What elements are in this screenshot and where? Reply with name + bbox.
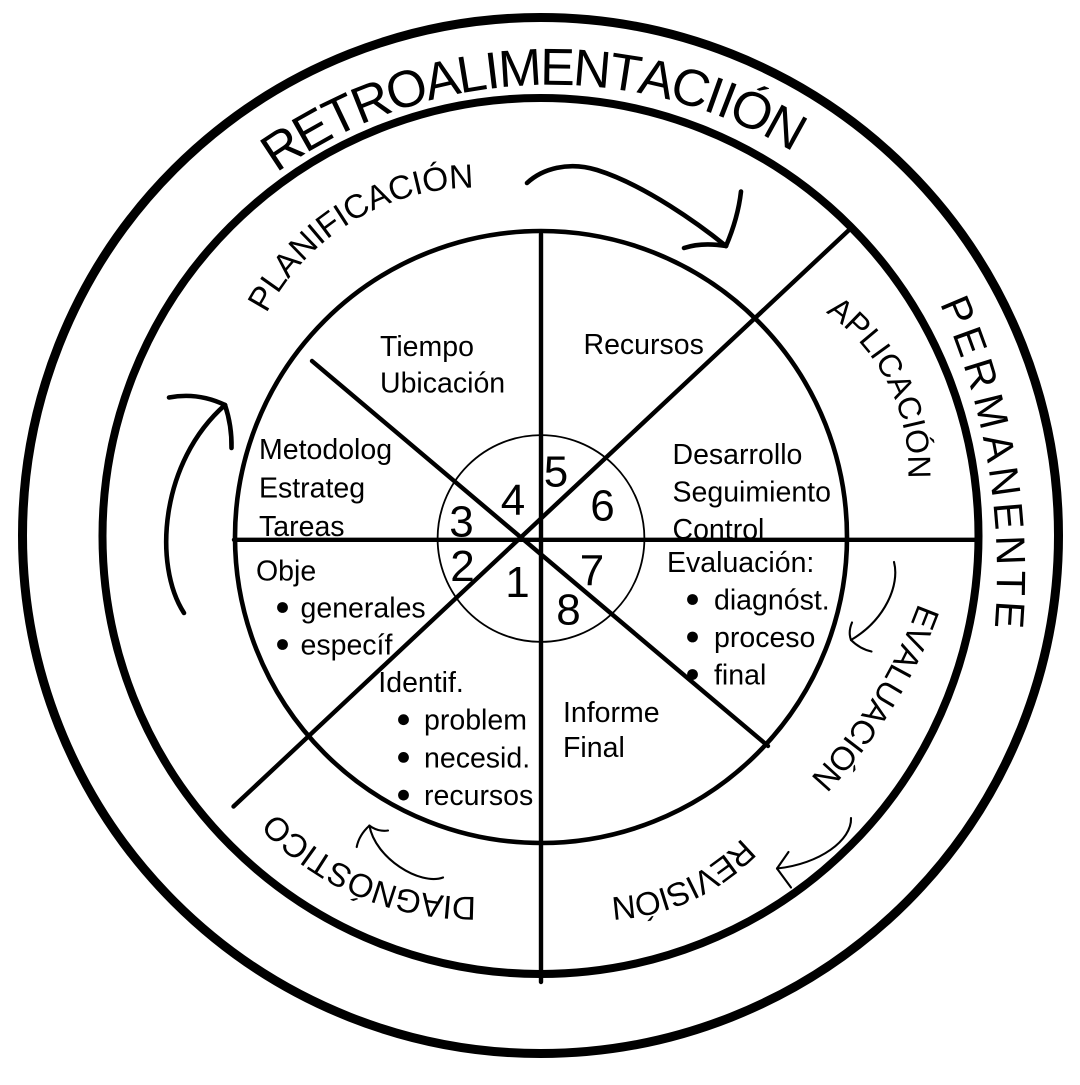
svg-text:5: 5 xyxy=(544,447,568,496)
svg-text:final: final xyxy=(714,660,766,692)
svg-text:E: E xyxy=(986,600,1034,630)
svg-text:N: N xyxy=(571,39,613,100)
svg-text:8: 8 xyxy=(556,585,580,634)
svg-text:Ó: Ó xyxy=(898,427,937,457)
svg-text:E: E xyxy=(984,500,1032,531)
svg-text:1: 1 xyxy=(505,558,529,607)
svg-text:generales: generales xyxy=(301,593,426,625)
svg-text:N: N xyxy=(980,464,1030,500)
svg-text:3: 3 xyxy=(449,497,473,546)
svg-text:7: 7 xyxy=(580,546,604,595)
svg-text:Metodolog: Metodolog xyxy=(259,434,392,466)
svg-text:I: I xyxy=(441,889,453,927)
svg-text:N: N xyxy=(987,535,1034,566)
svg-text:específ: específ xyxy=(301,630,393,662)
svg-text:Tareas: Tareas xyxy=(259,511,345,543)
svg-text:Obje: Obje xyxy=(256,556,316,588)
svg-text:Recursos: Recursos xyxy=(584,329,704,361)
svg-text:recursos: recursos xyxy=(424,780,533,812)
svg-text:Tiempo: Tiempo xyxy=(380,331,474,363)
svg-text:Desarrollo: Desarrollo xyxy=(673,439,803,471)
svg-text:Informe: Informe xyxy=(563,697,660,729)
svg-text:diagnóst.: diagnóst. xyxy=(714,585,830,617)
svg-text:proceso: proceso xyxy=(714,622,815,654)
svg-text:T: T xyxy=(988,570,1034,596)
svg-text:D: D xyxy=(451,890,476,928)
svg-text:6: 6 xyxy=(590,481,614,530)
svg-text:4: 4 xyxy=(501,476,525,525)
svg-text:necesid.: necesid. xyxy=(424,742,530,774)
svg-text:Seguimiento: Seguimiento xyxy=(673,477,831,509)
svg-text:N: N xyxy=(448,158,474,196)
svg-text:E: E xyxy=(540,39,575,97)
svg-text:2: 2 xyxy=(450,542,474,591)
svg-text:A: A xyxy=(418,886,445,926)
svg-text:I: I xyxy=(482,42,503,101)
svg-text:Identif.: Identif. xyxy=(378,667,464,699)
svg-text:Ubicación: Ubicación xyxy=(380,368,505,400)
svg-text:Ó: Ó xyxy=(419,159,451,201)
svg-text:N: N xyxy=(610,888,638,927)
svg-text:Control: Control xyxy=(673,514,765,546)
svg-text:Evaluación:: Evaluación: xyxy=(667,547,814,579)
svg-text:N: N xyxy=(901,455,937,479)
svg-text:Estrateg: Estrateg xyxy=(259,473,365,505)
svg-text:Final: Final xyxy=(563,732,625,764)
svg-text:M: M xyxy=(497,38,544,99)
svg-text:problem: problem xyxy=(424,705,527,737)
